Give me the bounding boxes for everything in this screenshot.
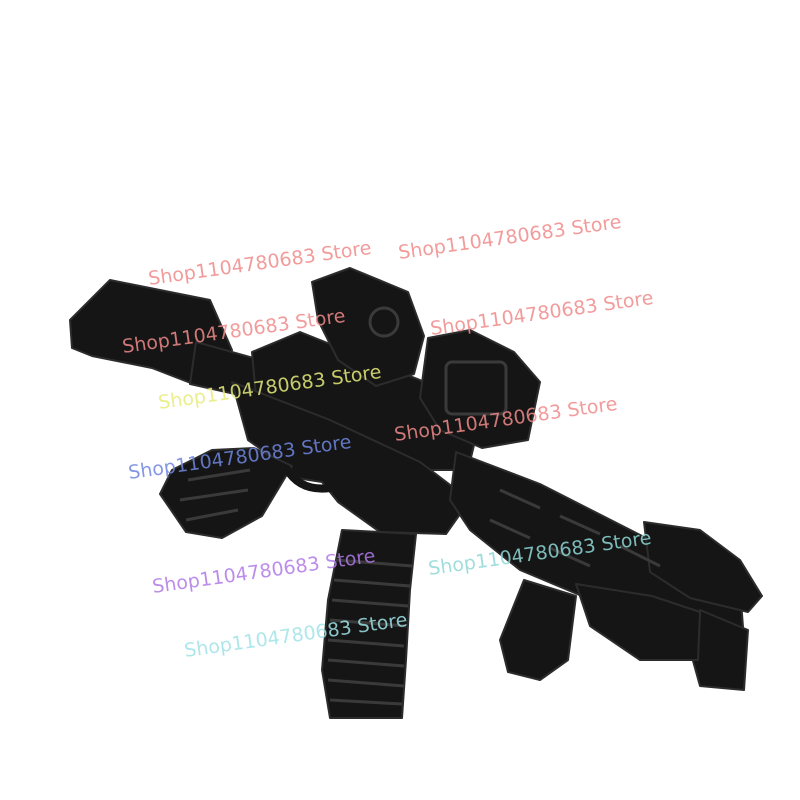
tactical-light <box>575 583 701 661</box>
foregrip <box>499 579 577 681</box>
magnifier-window <box>444 360 508 416</box>
magnifier-optic <box>419 329 541 449</box>
grip-texture <box>179 468 251 522</box>
rifle-stock <box>69 279 233 386</box>
optic-lens <box>368 306 400 338</box>
magazine-ribs <box>327 558 413 706</box>
red-dot-optic <box>311 267 425 387</box>
laser-box <box>643 521 763 613</box>
handguard-slots <box>489 488 661 568</box>
trigger-guard <box>282 465 360 493</box>
